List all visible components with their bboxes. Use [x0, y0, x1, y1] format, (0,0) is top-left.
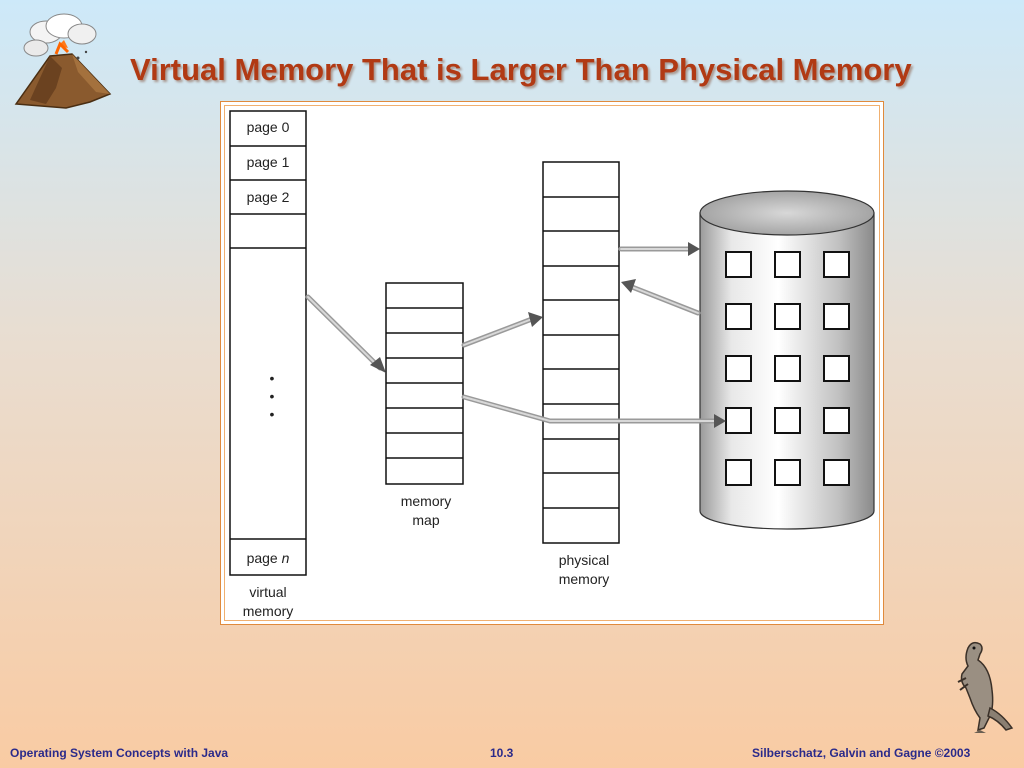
memory-map-label-line1: memory: [401, 493, 452, 509]
arrow-virtual-to-map: [305, 294, 386, 373]
page-n-prefix: page: [247, 550, 282, 566]
page-1-label: page 1: [247, 154, 290, 170]
memory-map-label-line2: map: [412, 512, 439, 528]
arrow-disk-to-physical: [621, 279, 701, 316]
volcano-logo-icon: [14, 13, 112, 109]
arrow-physical-to-disk: [618, 242, 700, 256]
memory-map-column: memory map: [385, 282, 464, 528]
virtual-memory-diagram: page 0 page 1 page 2 • • • page n virtua…: [229, 110, 875, 619]
disk-cylinder-icon: [699, 190, 875, 530]
page-2-label: page 2: [247, 189, 290, 205]
physical-label-line1: physical: [559, 552, 610, 568]
page-n-label: page n: [247, 550, 290, 566]
virtual-memory-column: page 0 page 1 page 2 • • • page n virtua…: [229, 110, 307, 619]
footer-page-number: 10.3: [490, 746, 514, 760]
arrow-map-to-disk: [461, 394, 726, 428]
page-0-label: page 0: [247, 119, 290, 135]
virtual-label-line1: virtual: [249, 584, 286, 600]
virtual-label-line2: memory: [243, 603, 294, 619]
page-n-var: n: [282, 550, 290, 566]
footer-left-text: Operating System Concepts with Java: [10, 746, 229, 760]
ellipsis-dot-1: •: [270, 370, 275, 386]
mapping-arrows: [305, 242, 726, 428]
slide-title: Virtual Memory That is Larger Than Physi…: [130, 52, 912, 87]
ellipsis-dot-2: •: [270, 388, 275, 404]
ellipsis-dot-3: •: [270, 406, 275, 422]
physical-label-line2: memory: [559, 571, 610, 587]
arrow-map-to-physical: [461, 312, 543, 348]
dinosaur-mascot-icon: [957, 641, 1014, 733]
footer-right-text: Silberschatz, Galvin and Gagne ©2003: [752, 746, 971, 760]
physical-memory-column: physical memory: [542, 161, 620, 587]
